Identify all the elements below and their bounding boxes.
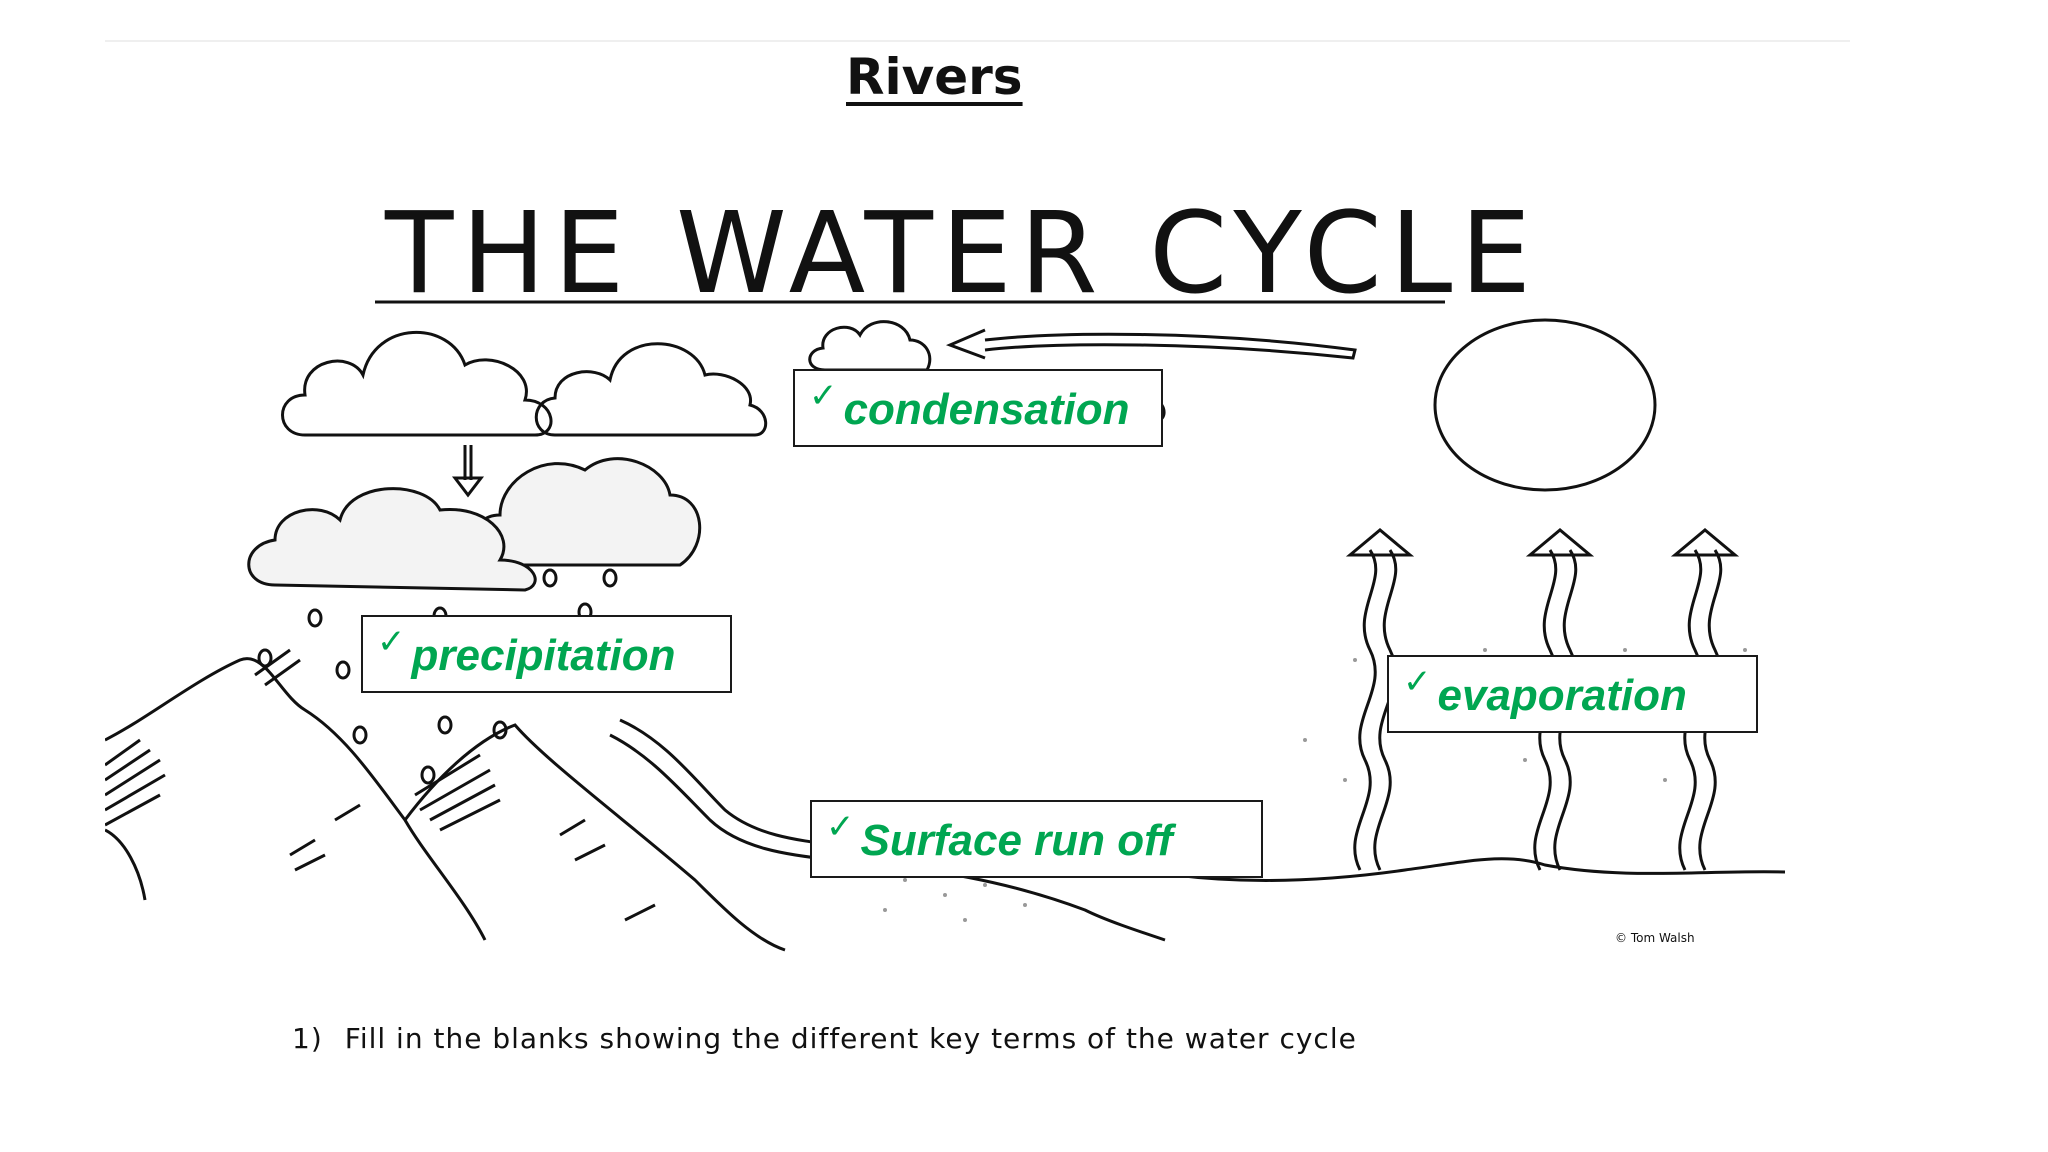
sun-icon: [1433, 318, 1657, 492]
question-1: 1) Fill in the blanks showing the differe…: [292, 1022, 1357, 1055]
cloud-icon: [281, 331, 553, 437]
cloud-icon: [472, 457, 702, 567]
ocean-stipple: [883, 648, 1747, 922]
question-number: 1): [292, 1022, 323, 1055]
precipitation-arrow-icon: [451, 445, 485, 498]
mountain-hatching: [105, 648, 656, 922]
label-evaporation[interactable]: ✓ evaporation: [1387, 655, 1758, 733]
label-precipitation[interactable]: ✓ precipitation: [361, 615, 732, 693]
cloud-icon: [534, 342, 768, 437]
check-icon: ✓: [809, 376, 838, 416]
cloud-icon: [808, 320, 932, 372]
label-surface-run-off[interactable]: ✓ Surface run off: [810, 800, 1263, 878]
river: [609, 718, 836, 862]
question-text: Fill in the blanks showing the different…: [344, 1022, 1357, 1055]
condensation-arrow-icon: [945, 328, 1357, 360]
page-title: Rivers: [846, 48, 1023, 106]
check-icon: ✓: [1403, 662, 1432, 702]
term-precipitation: precipitation: [411, 631, 676, 680]
term-condensation: condensation: [843, 385, 1130, 434]
label-condensation[interactable]: ✓ condensation: [793, 369, 1163, 447]
term-surface-run-off: Surface run off: [860, 816, 1173, 865]
term-evaporation: evaporation: [1437, 671, 1687, 720]
diagram-heading: THE WATER CYCLE: [384, 189, 1539, 319]
check-icon: ✓: [826, 807, 855, 847]
check-icon: ✓: [377, 622, 406, 662]
diagram-copyright: © Tom Walsh: [1615, 931, 1695, 945]
water-cycle-diagram: THE WATER CYCLE: [105, 189, 1786, 952]
top-divider: [105, 40, 1850, 42]
mountain-icon: [105, 657, 786, 952]
cloud-icon: [247, 487, 537, 592]
